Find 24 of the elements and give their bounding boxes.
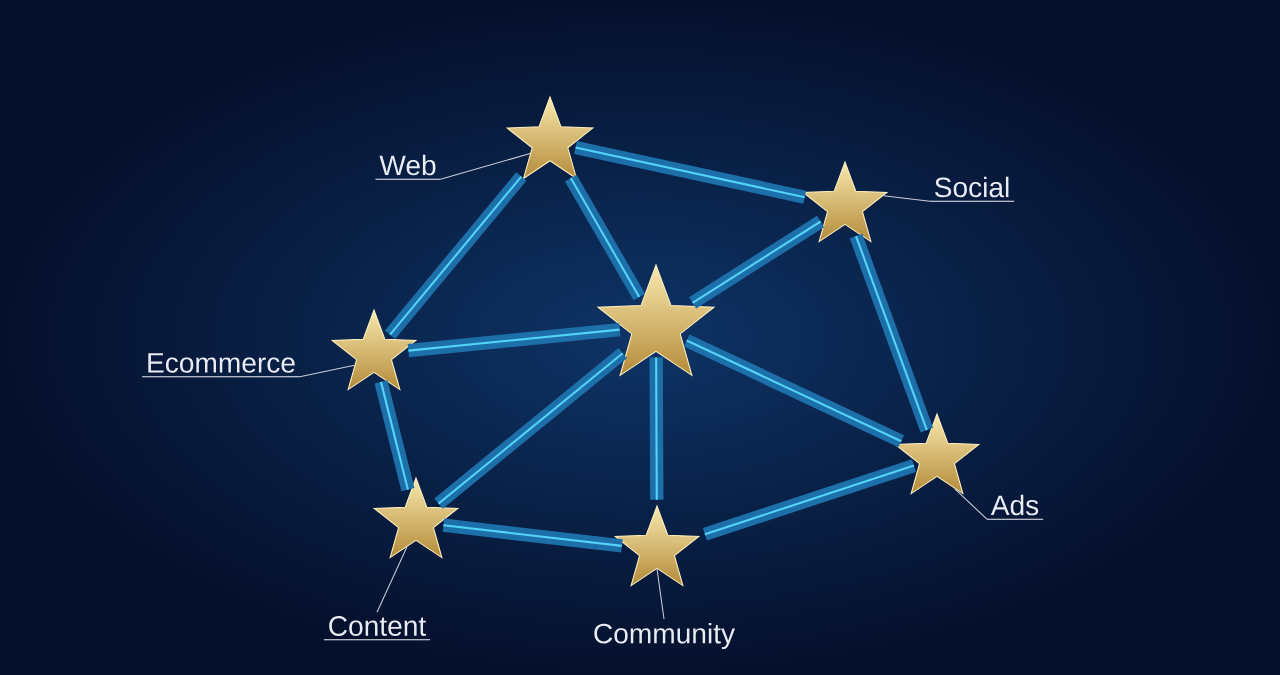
label: Ecommerce (141, 353, 301, 378)
label: Community (594, 622, 735, 650)
connector-line (407, 322, 621, 358)
connector-line (683, 334, 905, 448)
connector-line (384, 172, 527, 339)
leader-line (656, 568, 665, 620)
connector-line (689, 215, 825, 309)
leader-line (440, 153, 531, 180)
label: Ads (986, 494, 1044, 520)
leader-line (954, 488, 988, 520)
connector-line (442, 518, 623, 553)
label: Web (374, 154, 442, 180)
connector-line (849, 233, 934, 433)
connector-line (565, 174, 646, 301)
connector-line (374, 380, 415, 492)
label: Social (929, 176, 1015, 202)
leader-line (299, 364, 355, 378)
leader-line (376, 546, 408, 613)
label: Content (323, 616, 431, 641)
leader-line (883, 195, 931, 202)
connector-line (574, 141, 807, 204)
connector-line (434, 348, 627, 509)
connector-line (649, 357, 664, 500)
connector-line (702, 459, 917, 541)
